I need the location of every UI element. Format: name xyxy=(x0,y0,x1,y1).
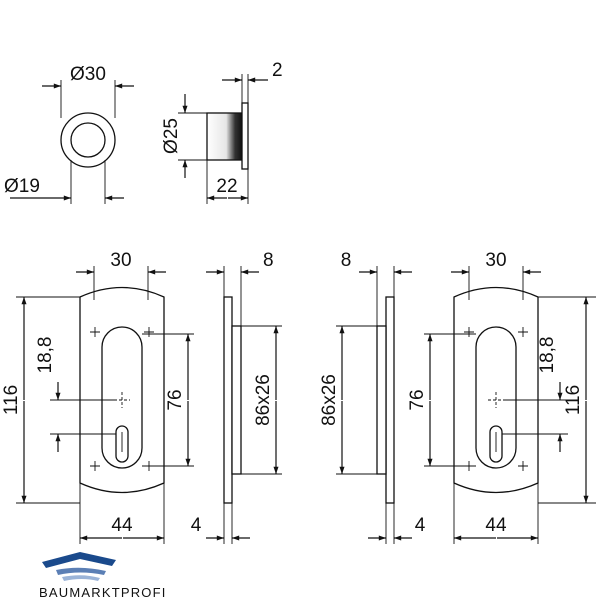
right-side-cutout-label: 86x26 xyxy=(319,374,340,426)
rosette-side-view: Ø25 2 22 xyxy=(161,60,283,204)
right-plate-width-bottom-label: 44 xyxy=(485,515,507,536)
right-handle-front-view: 30 76 18,8 116 44 xyxy=(407,250,596,544)
right-side-thickness-label: 8 xyxy=(341,250,352,271)
logo-wave-shape-light xyxy=(62,575,100,581)
left-side-cutout-label: 86x26 xyxy=(253,374,274,426)
right-side-depth-label: 4 xyxy=(415,515,426,536)
left-side-body xyxy=(231,325,242,475)
right-screw-marks xyxy=(464,327,528,471)
rosette-inner-diameter-label: Ø19 xyxy=(4,176,40,197)
rosette-flange-label: 2 xyxy=(272,60,283,81)
right-slot-length-label: 76 xyxy=(407,389,428,410)
baumarktprofi-logo: BAUMARKTPROFI xyxy=(39,552,167,600)
left-side-depth-label: 4 xyxy=(191,515,202,536)
rosette-front-view: Ø30 Ø19 xyxy=(4,64,134,204)
left-side-plate xyxy=(223,296,233,504)
left-plate-width-top-label: 30 xyxy=(110,250,131,271)
logo-roof-shape xyxy=(42,552,116,568)
logo-wave-shape xyxy=(56,567,106,575)
left-handle-front-view: 30 116 18,8 76 44 xyxy=(1,250,194,544)
right-plate-width-top-label: 30 xyxy=(485,250,506,271)
left-plate-height-label: 116 xyxy=(1,385,22,415)
left-side-thickness-label: 8 xyxy=(263,250,274,271)
right-plate-height-label: 116 xyxy=(563,385,584,415)
rosette-depth-label: 22 xyxy=(216,176,237,197)
rosette-flange xyxy=(241,102,249,170)
right-side-plate xyxy=(385,296,395,504)
rosette-side-diameter-label: Ø25 xyxy=(161,118,182,154)
rosette-inner-circle xyxy=(70,122,106,158)
rosette-outer-diameter-label: Ø30 xyxy=(70,64,106,85)
right-side-body xyxy=(376,325,387,475)
rosette-sleeve xyxy=(206,112,243,161)
logo-text: BAUMARKTPROFI xyxy=(39,585,167,600)
left-plate-width-bottom-label: 44 xyxy=(111,515,133,536)
right-handle-side-view: 8 86x26 4 xyxy=(319,250,426,544)
left-slot-length-label: 76 xyxy=(165,389,186,410)
left-keyhole-offset-label: 18,8 xyxy=(35,337,56,374)
right-keyhole-offset-label: 18,8 xyxy=(537,337,558,374)
left-handle-side-view: 8 86x26 4 xyxy=(191,250,282,544)
